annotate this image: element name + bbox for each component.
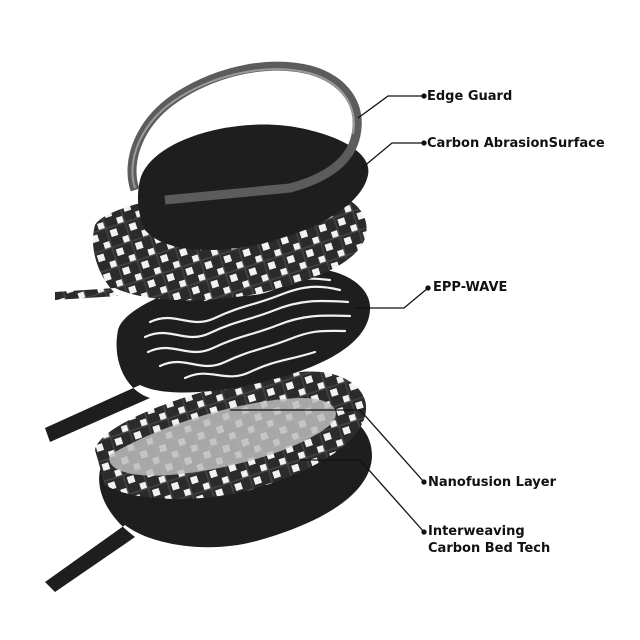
label-epp-wave: EPP-WAVE (433, 280, 508, 295)
label-interweaving-line2: Carbon Bed Tech (428, 541, 551, 556)
leader-dot-carbon-surface (421, 140, 427, 146)
leader-dot-edge-guard (421, 93, 427, 99)
label-interweaving-line1: Interweaving (428, 524, 525, 539)
leader-edge-guard (357, 95, 424, 119)
label-carbon-abrasion-surface: Carbon AbrasionSurface (427, 136, 605, 151)
label-interweaving-carbon-bed-tech: Interweaving Carbon Bed Tech (428, 523, 550, 557)
edge-guard-layer (127, 61, 362, 205)
leader-dot-nanofusion (421, 479, 427, 485)
nanofusion-core (109, 397, 336, 476)
edge-guard-highlight (131, 68, 355, 189)
leader-lines (230, 93, 431, 535)
leader-dot-interweaving (421, 529, 427, 535)
label-nanofusion-layer: Nanofusion Layer (428, 475, 557, 490)
epp-paddle (45, 267, 371, 442)
leader-interweaving (300, 459, 425, 533)
label-edge-guard: Edge Guard (427, 89, 513, 104)
leader-carbon-surface (361, 142, 424, 169)
leader-nanofusion (230, 409, 425, 483)
leader-dot-epp-wave (425, 285, 431, 291)
nanofusion-layer (95, 371, 367, 500)
leader-epp-wave (356, 287, 429, 309)
